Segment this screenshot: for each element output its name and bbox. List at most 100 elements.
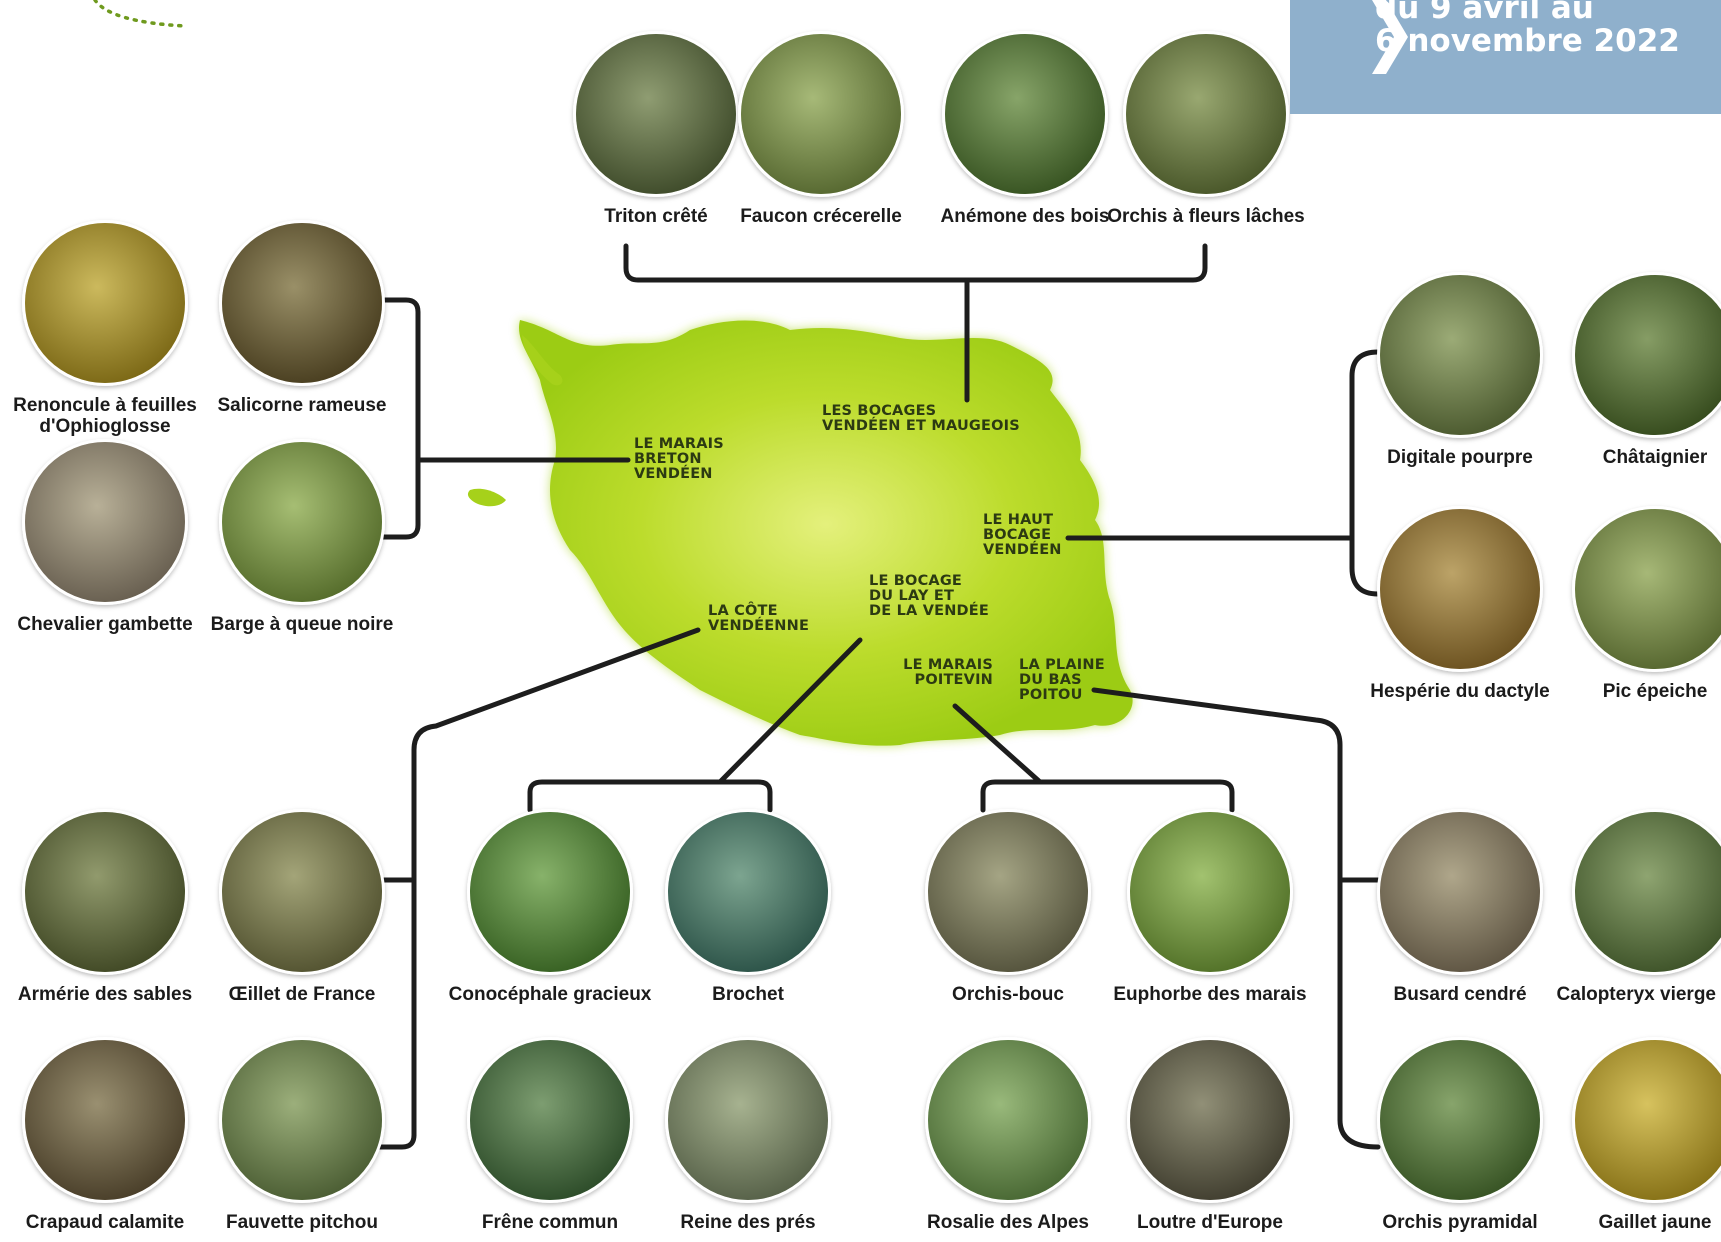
- region-label-haut-bocage: LE HAUT BOCAGE VENDÉEN: [983, 512, 1062, 558]
- region-label-marais-breton: LE MARAIS BRETON VENDÉEN: [634, 436, 724, 482]
- species-photo-shading: [668, 1040, 828, 1200]
- species-label: Hespérie du dactyle: [1370, 681, 1550, 702]
- species-label: Faucon crécerelle: [740, 206, 902, 227]
- species-photo-shading: [25, 812, 185, 972]
- date-banner: [1290, 0, 1721, 114]
- species-label: Brochet: [712, 984, 784, 1005]
- species-photo: [219, 809, 385, 975]
- species-photo: [925, 1037, 1091, 1203]
- species-photo: [22, 439, 188, 605]
- species-photo-shading: [928, 812, 1088, 972]
- species-label: Pic épeiche: [1602, 681, 1708, 702]
- species-photo-shading: [1380, 1040, 1540, 1200]
- species-photo-shading: [668, 812, 828, 972]
- species-label: Œillet de France: [228, 984, 376, 1005]
- island-yeu: [467, 488, 506, 507]
- species-photo-shading: [1380, 509, 1540, 669]
- species-photo: [1377, 809, 1543, 975]
- species-photo: [1377, 506, 1543, 672]
- region-label-marais-poitevin: LE MARAIS POITEVIN: [903, 657, 993, 688]
- species-photo: [1127, 809, 1293, 975]
- species-photo: [467, 809, 633, 975]
- species-photo-shading: [928, 1040, 1088, 1200]
- decorative-dotted-arc: [93, 0, 187, 28]
- species-label: Euphorbe des marais: [1113, 984, 1307, 1005]
- species-label: Conocéphale gracieux: [448, 984, 652, 1005]
- species-photo: [22, 809, 188, 975]
- species-photo-shading: [470, 812, 630, 972]
- connector-top: [623, 243, 1208, 283]
- connector-marais-poitevin: [980, 779, 1235, 813]
- connector-right-upper: [1349, 349, 1381, 597]
- species-photos: [22, 31, 1721, 1203]
- species-label: Frêne commun: [481, 1212, 619, 1233]
- region-label-bocages: LES BOCAGES VENDÉEN ET MAUGEOIS: [822, 403, 1020, 434]
- species-photo: [1572, 1037, 1721, 1203]
- species-photo-shading: [576, 34, 736, 194]
- species-photo: [219, 220, 385, 386]
- species-photo: [1572, 809, 1721, 975]
- species-photo-shading: [25, 223, 185, 383]
- species-label: Crapaud calamite: [25, 1212, 185, 1233]
- species-photo: [467, 1037, 633, 1203]
- species-label: Digitale pourpre: [1387, 447, 1533, 468]
- date-banner-text: du 9 avril au 6 novembre 2022: [1375, 0, 1680, 59]
- species-label: Orchis pyramidal: [1382, 1212, 1538, 1233]
- species-photo: [1572, 506, 1721, 672]
- species-photo: [1377, 1037, 1543, 1203]
- species-photo-shading: [1575, 1040, 1721, 1200]
- species-photo-shading: [222, 442, 382, 602]
- species-label: Chevalier gambette: [17, 614, 193, 635]
- species-label: Barge à queue noire: [210, 614, 394, 635]
- species-photo: [665, 809, 831, 975]
- species-label: Salicorne rameuse: [217, 395, 387, 416]
- species-label: Calopteryx vierge: [1556, 984, 1716, 1005]
- species-photo-shading: [222, 223, 382, 383]
- species-photo-shading: [1380, 812, 1540, 972]
- species-photo-shading: [1575, 275, 1721, 435]
- connector-bocage-lay: [527, 779, 773, 813]
- species-label: Busard cendré: [1393, 984, 1527, 1005]
- species-label: Reine des prés: [680, 1212, 816, 1233]
- species-photo: [573, 31, 739, 197]
- species-photo-shading: [1130, 1040, 1290, 1200]
- species-photo: [219, 439, 385, 605]
- connector-left-upper: [377, 297, 421, 540]
- species-label: Gaillet jaune: [1598, 1212, 1712, 1233]
- species-photo-shading: [222, 1040, 382, 1200]
- species-photo: [219, 1037, 385, 1203]
- species-photo: [738, 31, 904, 197]
- species-label: Fauvette pitchou: [225, 1212, 379, 1233]
- species-photo-shading: [25, 1040, 185, 1200]
- species-photo-shading: [1575, 509, 1721, 669]
- species-label: Châtaignier: [1602, 447, 1708, 468]
- species-label: Loutre d'Europe: [1137, 1212, 1283, 1233]
- region-label-bocage-lay: LE BOCAGE DU LAY ET DE LA VENDÉE: [869, 573, 990, 619]
- species-photo-shading: [741, 34, 901, 194]
- species-label: Rosalie des Alpes: [927, 1212, 1089, 1233]
- species-photo-shading: [25, 442, 185, 602]
- species-label: Orchis à fleurs lâches: [1107, 206, 1305, 227]
- species-photo: [22, 1037, 188, 1203]
- species-photo-shading: [1130, 812, 1290, 972]
- species-photo-shading: [945, 34, 1105, 194]
- species-label: Renoncule à feuilles d'Ophioglosse: [13, 395, 197, 437]
- species-photo: [1377, 272, 1543, 438]
- species-photo-shading: [222, 812, 382, 972]
- species-photo: [1572, 272, 1721, 438]
- species-label: Orchis-bouc: [952, 984, 1064, 1005]
- species-label: Armérie des sables: [17, 984, 193, 1005]
- island-noirmoutier: [522, 335, 563, 386]
- species-photo-shading: [1380, 275, 1540, 435]
- species-label: Triton crêté: [604, 206, 708, 227]
- connector-lines: [377, 243, 1381, 1150]
- species-photo: [1127, 1037, 1293, 1203]
- species-photo-shading: [1126, 34, 1286, 194]
- species-photo: [665, 1037, 831, 1203]
- species-photo: [942, 31, 1108, 197]
- region-label-cote: LA CÔTE VENDÉENNE: [708, 603, 810, 634]
- banner-chevron: [1372, 0, 1408, 74]
- species-label: Anémone des bois: [940, 206, 1110, 227]
- species-photo-shading: [1575, 812, 1721, 972]
